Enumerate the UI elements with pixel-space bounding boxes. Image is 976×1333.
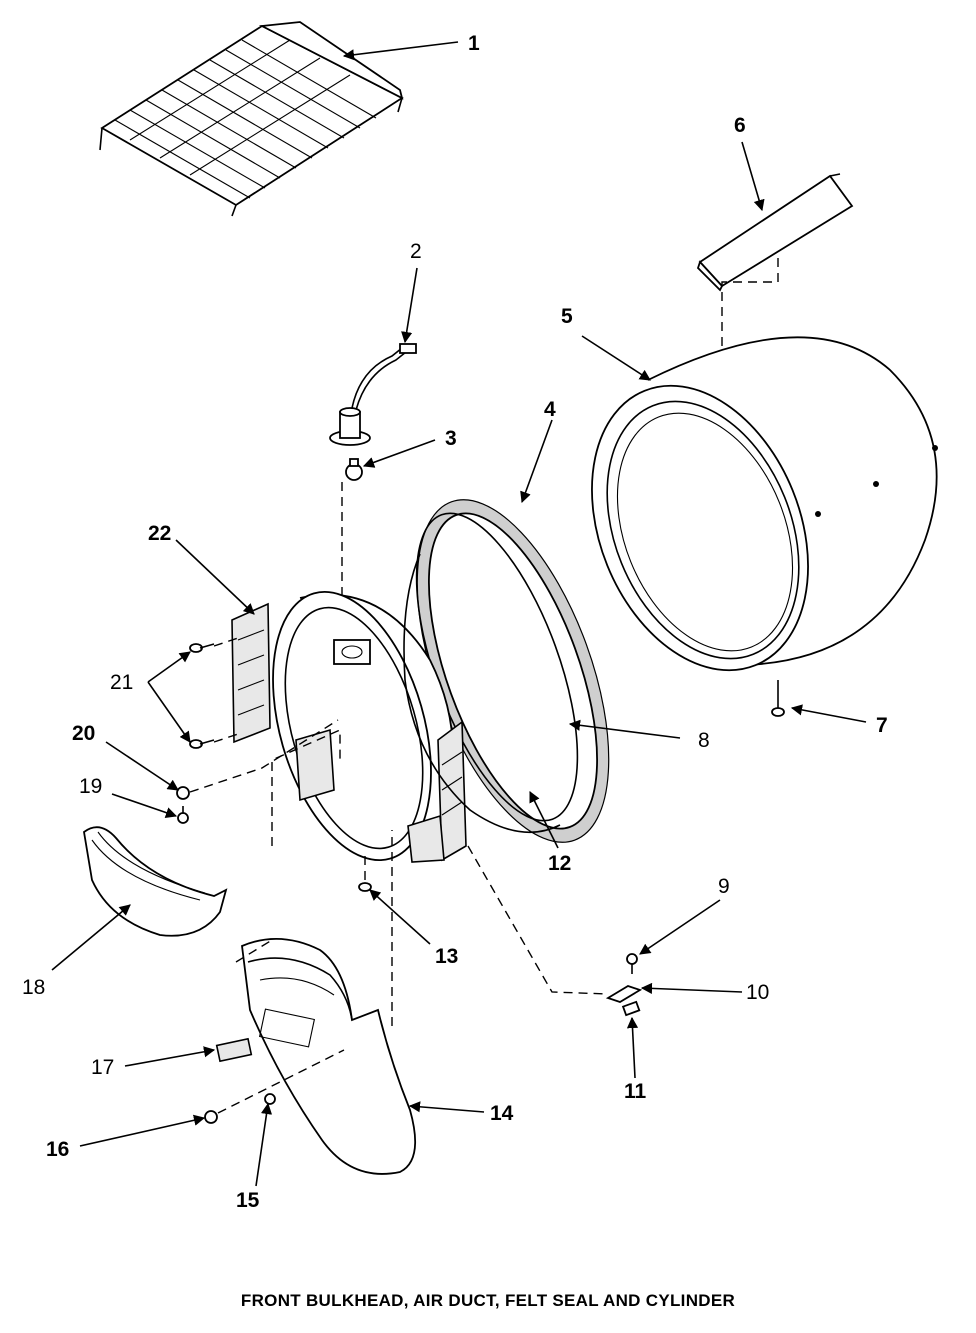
part-bracket-screws: [189, 643, 215, 749]
part-felt-seal: [415, 499, 610, 843]
callout-21: 21: [110, 671, 133, 694]
part-bulkhead-bracket: [231, 602, 271, 744]
callout-6: 6: [734, 114, 746, 137]
diagram-caption: FRONT BULKHEAD, AIR DUCT, FELT SEAL AND …: [240, 1291, 736, 1310]
leader-lines: [51, 41, 867, 1187]
callout-19: 19: [79, 775, 102, 798]
callout-7: 7: [876, 714, 888, 737]
callout-10: 10: [746, 981, 769, 1004]
callout-20: 20: [72, 722, 95, 745]
callout-9: 9: [718, 875, 730, 898]
part-front-bulkhead: [272, 590, 454, 862]
callout-16: 16: [46, 1138, 69, 1161]
duct-assembly-line-left: [271, 728, 341, 846]
part-screw-19: [177, 806, 189, 824]
screw-line-upper: [213, 637, 239, 647]
part-screw-9: [626, 953, 638, 974]
callout-labels: 1 2 3 4 5 6 7 8 9 10 11 12 13 14 15 16 1…: [22, 32, 888, 1212]
callout-22: 22: [148, 522, 171, 545]
clip-assembly-line: [467, 845, 609, 995]
callout-2: 2: [410, 240, 422, 263]
part-bulkhead-seal-ring: [403, 553, 561, 834]
callout-18: 18: [22, 976, 45, 999]
callout-1: 1: [468, 32, 480, 55]
screw-line-lower: [213, 733, 239, 743]
callout-5: 5: [561, 305, 573, 328]
callout-17: 17: [91, 1056, 114, 1079]
part-screw-13: [358, 882, 372, 892]
part-lamp-socket: [329, 343, 417, 446]
part-drum-cylinder: [591, 336, 938, 672]
part-duct-cover: [83, 826, 228, 937]
plug-line: [217, 1049, 345, 1114]
callout-8: 8: [698, 729, 710, 752]
part-label-plate: [215, 1037, 253, 1063]
part-drying-rack: [99, 21, 404, 217]
callout-13: 13: [435, 945, 458, 968]
callout-4: 4: [544, 398, 556, 421]
part-drum-screw: [771, 680, 785, 717]
part-nut-20: [176, 786, 190, 800]
callout-12: 12: [548, 852, 571, 875]
callout-14: 14: [490, 1102, 514, 1125]
part-plug-16: [204, 1110, 218, 1124]
baffle-assembly-line: [721, 258, 779, 634]
part-screw-15: [264, 1093, 276, 1105]
part-pad-11: [621, 1000, 641, 1017]
callout-11: 11: [624, 1080, 647, 1103]
part-clip-10: [605, 985, 643, 1003]
nut-assembly-line: [189, 719, 339, 793]
part-air-duct: [241, 938, 417, 1175]
part-lamp-bulb: [345, 458, 363, 481]
part-drum-baffle: [696, 173, 854, 292]
callout-3: 3: [445, 427, 457, 450]
callout-15: 15: [236, 1189, 260, 1212]
duct-assembly-line-top: [235, 939, 273, 963]
